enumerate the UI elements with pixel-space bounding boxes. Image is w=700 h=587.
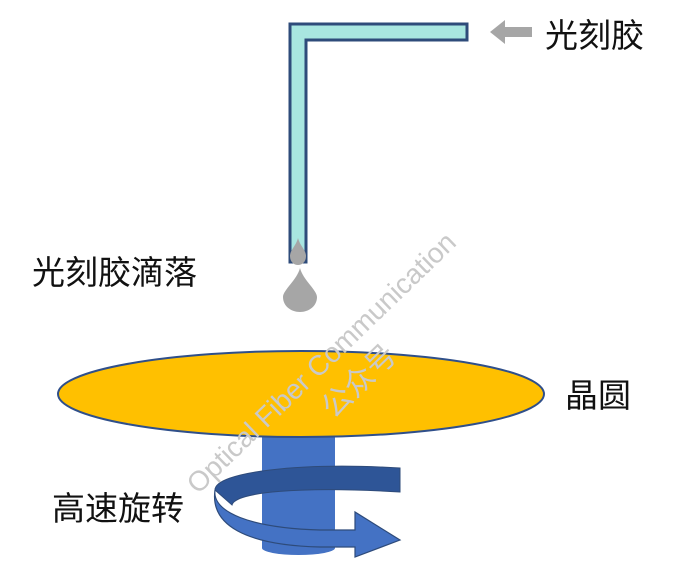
small-drop [290,238,306,265]
rotation-arrow-back [214,465,401,506]
label-high-speed-rotation: 高速旋转 [52,489,184,528]
falling-drop [283,268,317,312]
feed-arrow-icon [490,20,532,44]
rotation-arrow-icon [213,489,402,558]
nozzle-tube [288,22,469,264]
label-photoresist: 光刻胶 [545,16,644,55]
label-wafer: 晶圆 [565,376,631,415]
label-photoresist-drop: 光刻胶滴落 [32,253,197,292]
wafer-disc [57,350,545,438]
